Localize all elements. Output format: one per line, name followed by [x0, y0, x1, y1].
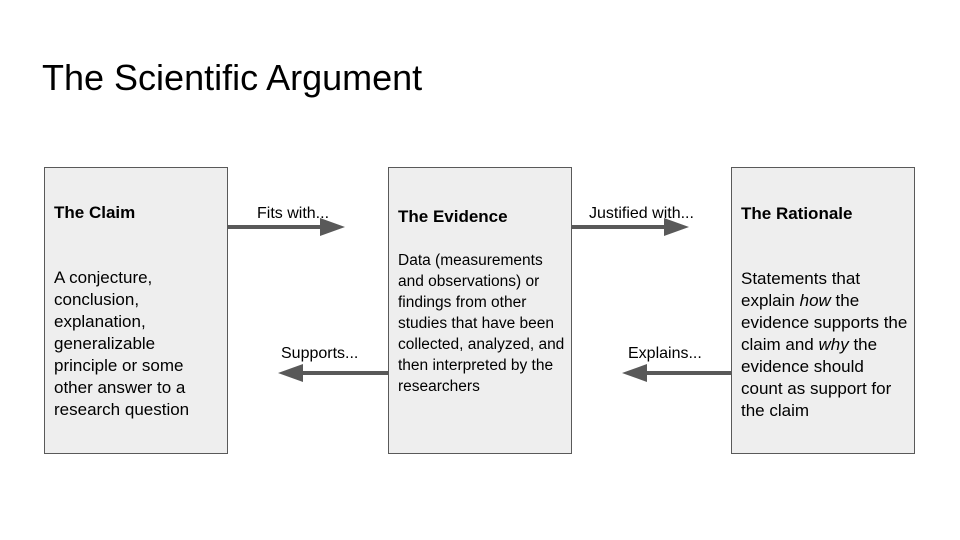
claim-heading: The Claim — [54, 203, 136, 222]
fits-with-label: Fits with... — [257, 205, 330, 222]
rationale-text-3: the evidence should count as support for… — [741, 335, 892, 420]
rationale-description: Statements that explain how the evidence… — [741, 268, 908, 422]
rationale-heading: The Rationale — [741, 204, 853, 223]
claim-box: The Claim A conjecture, conclusion, expl… — [44, 167, 228, 454]
rationale-text-2: the evidence supports the claim and — [741, 291, 908, 354]
arrow-rationale-to-evidence — [622, 364, 731, 382]
rationale-box: The Rationale Statements that explain ho… — [731, 167, 915, 454]
claim-description: A conjecture, conclusion, explanation, g… — [54, 268, 190, 419]
slide-title: The Scientific Argument — [42, 57, 423, 98]
rationale-emphasis-why: why — [818, 335, 849, 354]
justified-with-label: Justified with... — [589, 205, 694, 222]
explains-label: Explains... — [628, 345, 702, 362]
rationale-emphasis-how: how — [799, 291, 831, 310]
supports-label: Supports... — [281, 345, 359, 362]
rationale-text-1: Statements that explain — [741, 269, 861, 310]
evidence-box: The Evidence Data (measurements and obse… — [388, 167, 572, 454]
evidence-description: Data (measurements and observations) or … — [398, 252, 565, 395]
evidence-heading: The Evidence — [398, 207, 508, 226]
arrow-evidence-to-claim — [278, 364, 388, 382]
